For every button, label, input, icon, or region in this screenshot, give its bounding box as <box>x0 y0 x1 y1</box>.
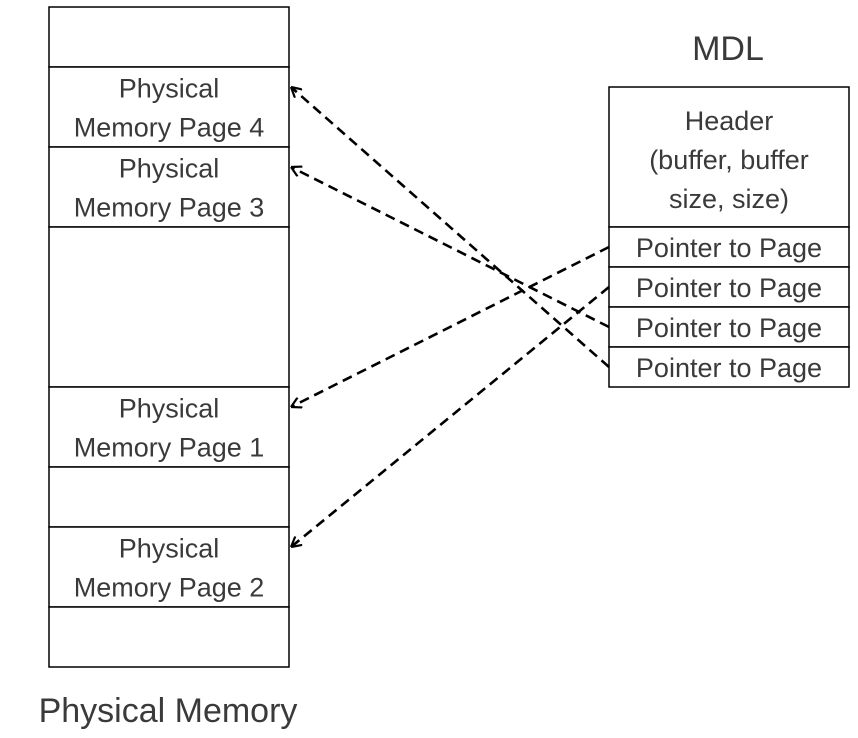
mdl-pointer-label: Pointer to Page <box>636 313 822 343</box>
pointer-arrows <box>291 87 610 547</box>
memory-slot-box <box>48 6 290 68</box>
mdl-pointer-entry: Pointer to Page <box>608 226 850 268</box>
pointer-arrow <box>291 285 610 547</box>
mdl-title: MDL <box>692 30 764 68</box>
mdl-header-text: (buffer, buffer <box>649 145 809 175</box>
pointer-arrow <box>291 167 610 329</box>
memory-slot-box <box>48 226 290 388</box>
memory-page-label: Physical <box>119 154 220 184</box>
memory-slot-box <box>48 386 290 468</box>
memory-page-label: Memory Page 2 <box>74 573 265 603</box>
mdl-pointer-label: Pointer to Page <box>636 233 822 263</box>
memory-page-label: Memory Page 4 <box>74 113 265 143</box>
memory-page-label: Memory Page 3 <box>74 193 265 223</box>
memory-page-label: Physical <box>119 74 220 104</box>
physical-memory-empty-slot <box>48 226 290 388</box>
memory-slot-box <box>48 146 290 228</box>
mdl-pointer-entry: Pointer to Page <box>608 306 850 348</box>
pointer-arrow <box>291 87 610 368</box>
memory-slot-box <box>48 466 290 528</box>
mdl-header-text: Header <box>685 106 774 136</box>
memory-slot-box <box>48 606 290 668</box>
mdl-pointer-entry: Pointer to Page <box>608 266 850 308</box>
mdl-header: Header (buffer, buffer size, size) <box>608 86 850 228</box>
mdl-structure: Header (buffer, buffer size, size) Pointer … <box>608 86 850 388</box>
memory-page-label: Physical <box>119 534 220 564</box>
memory-slot-box <box>48 66 290 148</box>
mdl-pointer-label: Pointer to Page <box>636 353 822 383</box>
mdl-header-box <box>608 86 850 228</box>
memory-page-label: Physical <box>119 394 220 424</box>
physical-memory-empty-slot <box>48 606 290 668</box>
mdl-header-text: size, size) <box>669 184 789 214</box>
memory-page-label: Memory Page 1 <box>74 433 265 463</box>
mdl-pointer-label: Pointer to Page <box>636 273 822 303</box>
pointer-arrow <box>291 245 610 407</box>
physical-memory-empty-slot <box>48 6 290 68</box>
memory-slot-box <box>48 526 290 608</box>
mdl-pointer-entry: Pointer to Page <box>608 346 850 388</box>
physical-memory-title: Physical Memory <box>39 692 298 730</box>
physical-memory-empty-slot <box>48 466 290 528</box>
